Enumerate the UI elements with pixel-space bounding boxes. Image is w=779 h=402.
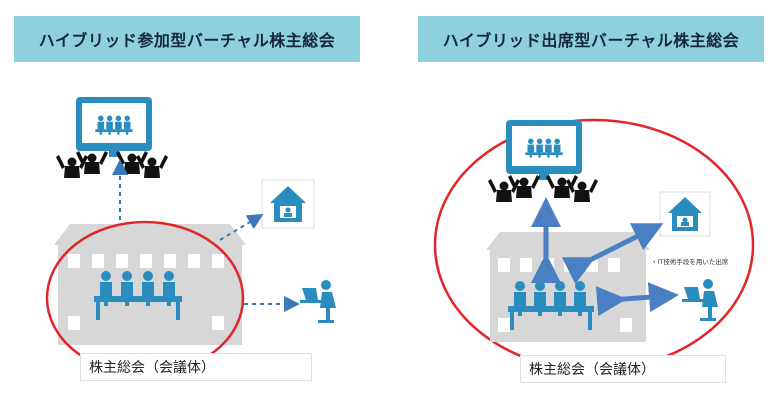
meeting-table-icon [508,281,594,330]
meeting-table-icon [94,271,182,320]
it-means-note: ・IT技術手段を用いた出席 [651,258,729,266]
laptop-user-icon [682,279,718,321]
double-arrow-laptop [595,282,679,317]
panel-right-title: ハイブリッド出席型バーチャル株主総会 [418,16,764,62]
double-arrow-home [561,223,664,285]
home-icon [261,179,315,229]
home-icon [659,191,711,237]
monitor-icon [506,120,582,180]
panel-right-caption: 株主総会（会議体） [520,355,726,383]
panel-left-caption: 株主総会（会議体） [80,353,312,381]
monitor-icon [76,97,152,157]
panel-left-title: ハイブリッド参加型バーチャル株主総会 [14,16,360,62]
laptop-user-icon [300,280,336,323]
